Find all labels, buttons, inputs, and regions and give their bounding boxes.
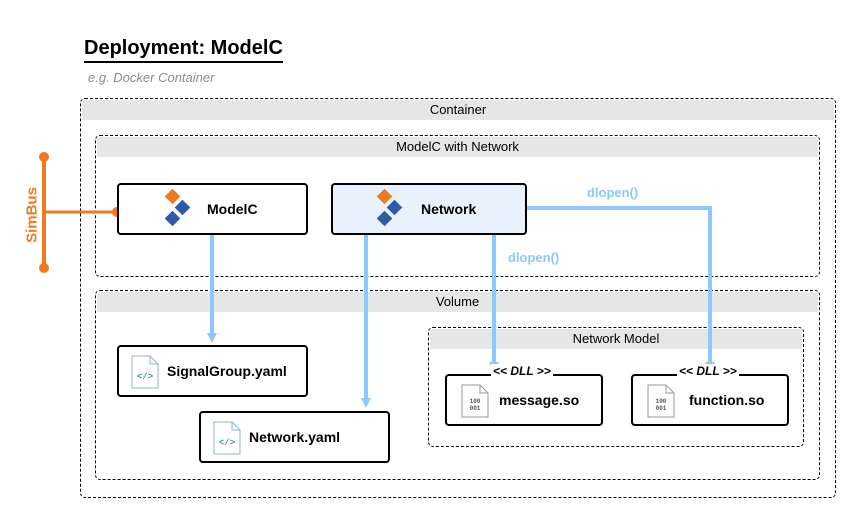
volume-group-label: Volume xyxy=(97,292,818,312)
dlopen-label-message: dlopen() xyxy=(508,250,560,265)
container-group: Container xyxy=(80,98,836,498)
signalgroup-label: SignalGroup.yaml xyxy=(167,363,287,379)
binary-file-icon: 100 001 xyxy=(461,384,489,418)
simbus-text: SimBus xyxy=(23,187,41,243)
binary-line-2: 001 xyxy=(656,405,667,412)
code-file-glyph: </> xyxy=(219,438,235,448)
code-file-glyph: </> xyxy=(137,372,153,382)
modelc-label: ModelC xyxy=(207,201,258,217)
network-yaml-node[interactable]: </> Network.yaml xyxy=(199,411,390,463)
volume-group: Volume xyxy=(95,290,820,480)
binary-line-1: 100 xyxy=(470,398,481,405)
diagram-subtitle: e.g. Docker Container xyxy=(88,70,215,85)
message-label: message.so xyxy=(499,392,580,408)
binary-line-2: 001 xyxy=(470,405,481,412)
container-group-label: Container xyxy=(82,100,834,120)
code-file-icon: </> xyxy=(131,355,159,389)
simbus-connector xyxy=(39,152,122,273)
dll-stereotype: << DLL >> xyxy=(677,364,739,378)
network-yaml-label: Network.yaml xyxy=(249,429,341,445)
network-label: Network xyxy=(421,201,477,217)
component-icon xyxy=(376,189,403,227)
code-file-icon: </> xyxy=(213,421,241,455)
modelc-with-network-group: ModelC with Network xyxy=(95,135,820,277)
message-so-node[interactable]: << DLL >> 100 001 message.so xyxy=(445,364,603,426)
dll-stereotype: << DLL >> xyxy=(491,364,553,378)
diagram-title: Deployment: ModelC xyxy=(84,36,283,63)
binary-file-icon: 100 001 xyxy=(647,384,675,418)
simbus-label: SimBus xyxy=(12,160,52,270)
function-so-node[interactable]: << DLL >> 100 001 function.so xyxy=(631,364,789,426)
arrow-network-to-function xyxy=(527,206,715,372)
modelc-with-network-group-label: ModelC with Network xyxy=(97,137,818,157)
modelc-node[interactable]: ModelC xyxy=(117,183,308,235)
signalgroup-yaml-node[interactable]: </> SignalGroup.yaml xyxy=(117,345,308,397)
binary-line-1: 100 xyxy=(656,398,667,405)
function-label: function.so xyxy=(689,392,765,408)
network-node[interactable]: Network xyxy=(331,183,527,235)
component-icon xyxy=(164,189,191,227)
dlopen-label-function: dlopen() xyxy=(587,185,639,200)
